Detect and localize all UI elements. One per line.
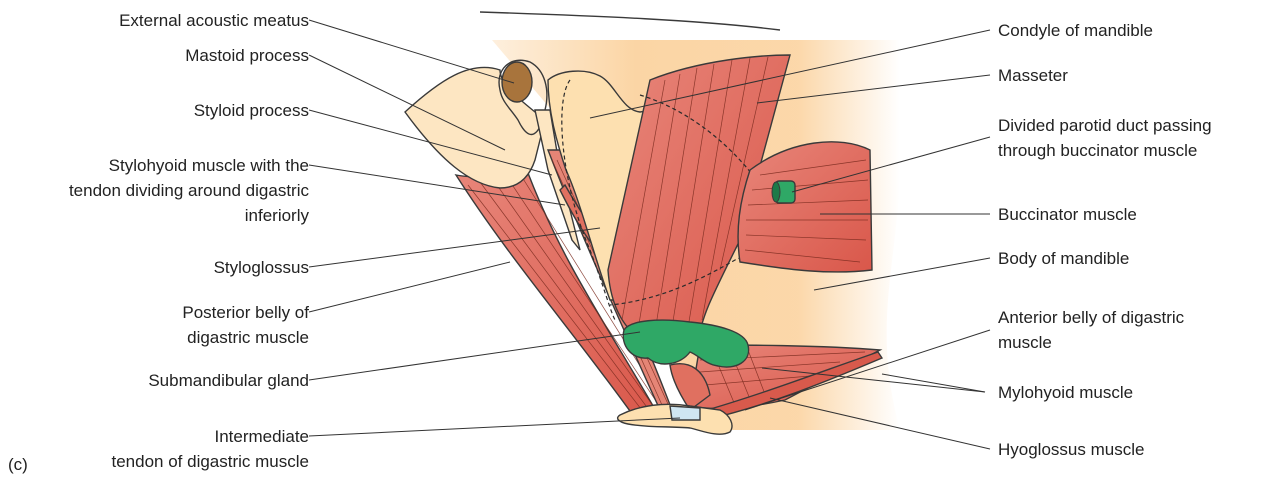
label-mastoid-process: Mastoid process <box>185 46 309 65</box>
label-condyle-of-mandible: Condyle of mandible <box>998 21 1153 40</box>
label-styloglossus: Styloglossus <box>214 258 309 277</box>
label-stylohyoid-line-1: Stylohyoid muscle with the <box>109 156 309 175</box>
labels-right: Condyle of mandible Masseter Divided par… <box>998 21 1212 459</box>
label-parotid-duct-line-2: through buccinator muscle <box>998 141 1197 160</box>
label-intermediate-tendon-line-1: Intermediate <box>215 427 310 446</box>
label-buccinator: Buccinator muscle <box>998 205 1137 224</box>
label-stylohyoid-line-3: inferiorly <box>245 206 310 225</box>
label-body-of-mandible: Body of mandible <box>998 249 1129 268</box>
label-posterior-belly-line-2: digastric muscle <box>187 328 309 347</box>
parotid-duct-opening <box>772 182 780 202</box>
label-parotid-duct-line-1: Divided parotid duct passing <box>998 116 1212 135</box>
label-stylohyoid-line-2: tendon dividing around digastric <box>69 181 310 200</box>
head-outline <box>480 12 780 30</box>
label-posterior-belly-line-1: Posterior belly of <box>182 303 309 322</box>
labels-left: External acoustic meatus Mastoid process… <box>8 11 309 474</box>
label-anterior-belly-line-2: muscle <box>998 333 1052 352</box>
label-submandibular-gland: Submandibular gland <box>148 371 309 390</box>
label-masseter: Masseter <box>998 66 1068 85</box>
label-styloid-process: Styloid process <box>194 101 309 120</box>
label-intermediate-tendon-line-2: tendon of digastric muscle <box>112 452 310 471</box>
label-hyoglossus: Hyoglossus muscle <box>998 440 1144 459</box>
panel-label: (c) <box>8 455 28 474</box>
label-mylohyoid: Mylohyoid muscle <box>998 383 1133 402</box>
external-acoustic-meatus-shape <box>502 62 532 102</box>
label-external-acoustic-meatus: External acoustic meatus <box>119 11 309 30</box>
label-anterior-belly-line-1: Anterior belly of digastric <box>998 308 1185 327</box>
